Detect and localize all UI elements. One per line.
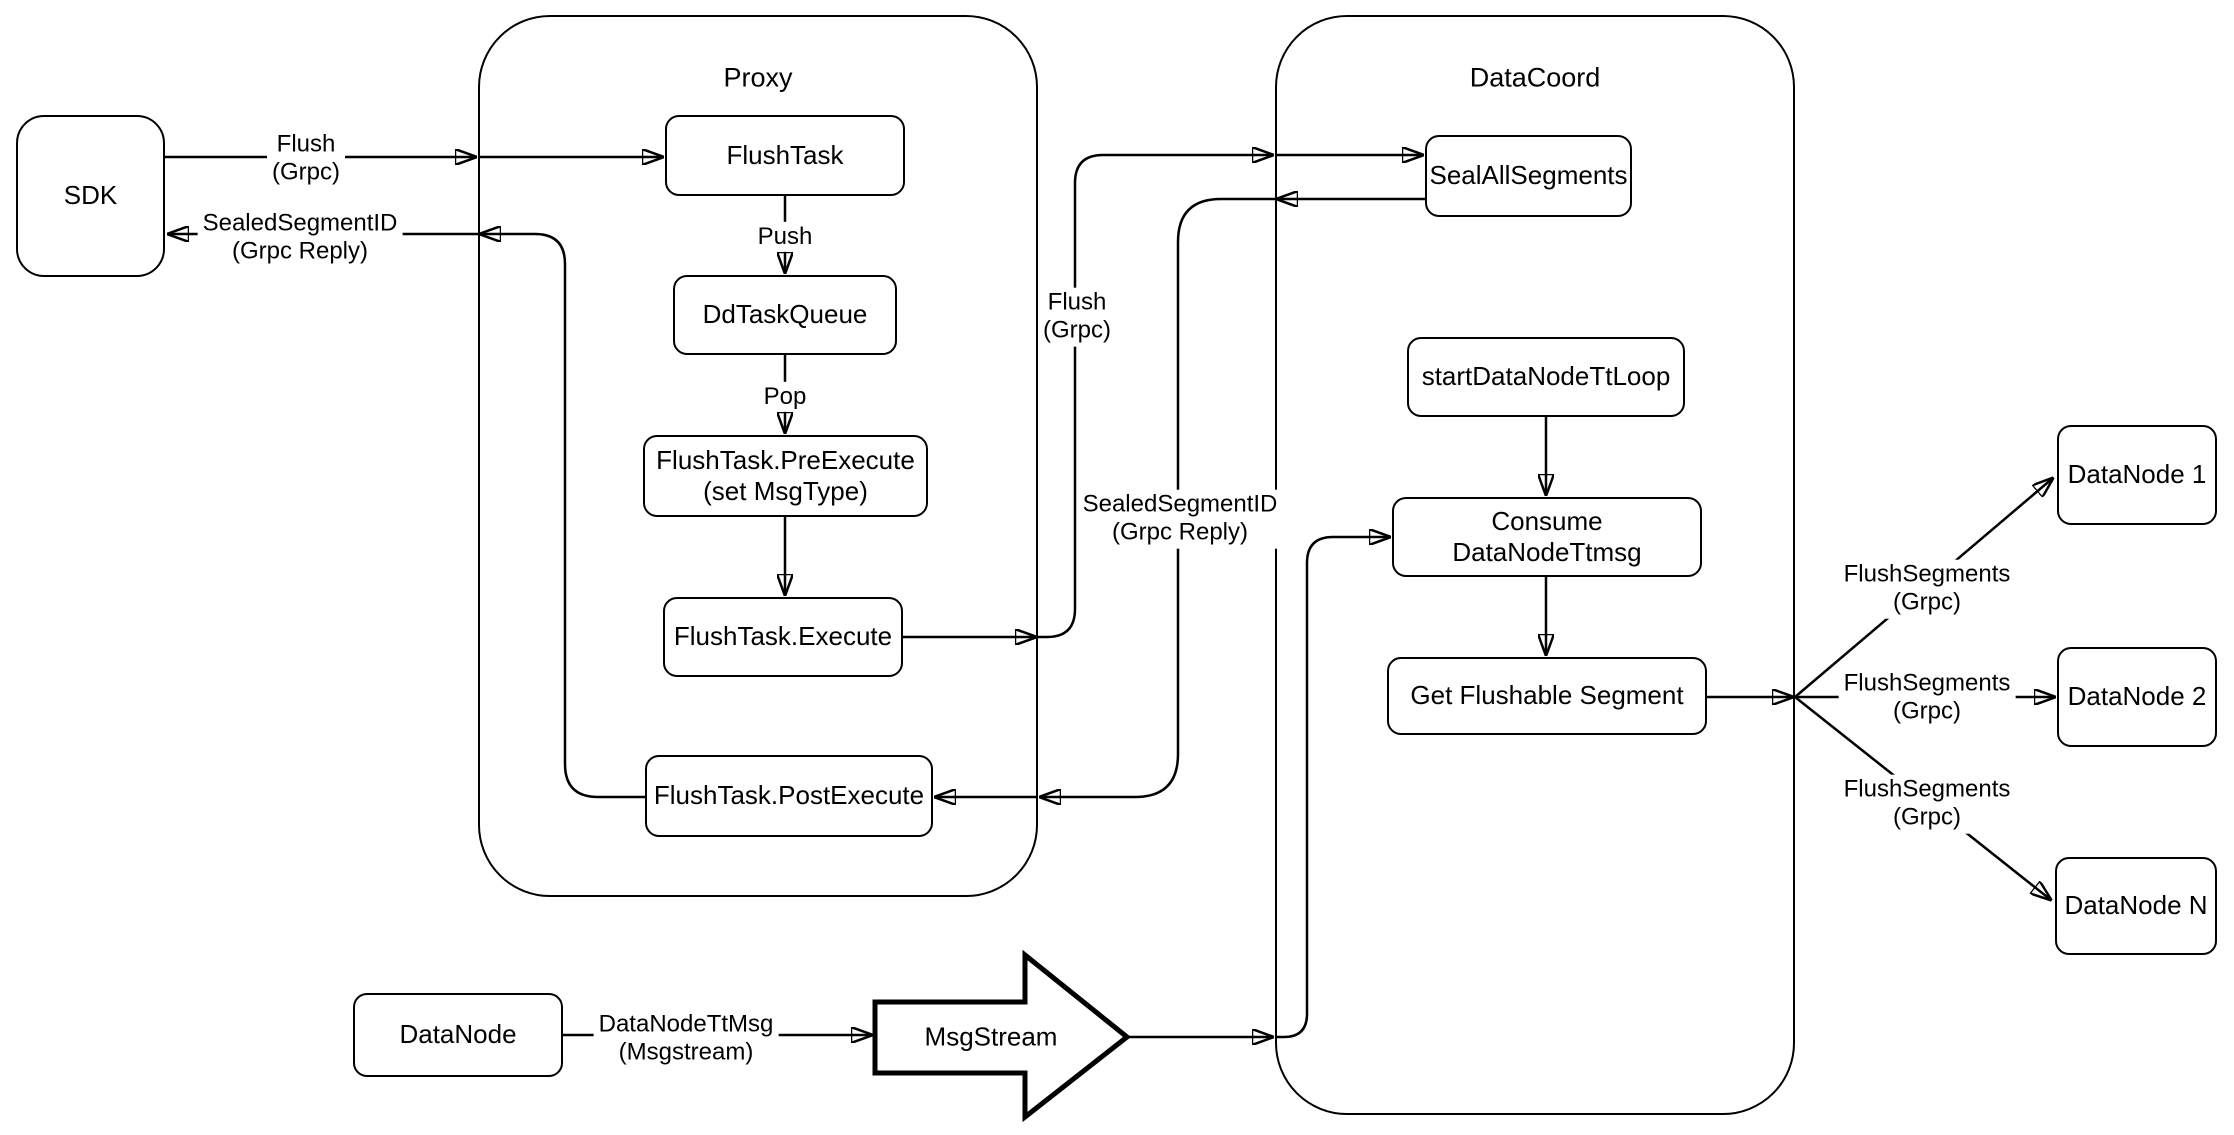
msgstream-label: MsgStream: [924, 1021, 1058, 1052]
node-startdatanodettloop: startDataNodeTtLoop: [1407, 337, 1685, 417]
edge-label-flushsegments-3: FlushSegments (Grpc): [1838, 774, 2016, 834]
edge-label-sealedsegmentid-sdk: SealedSegmentID (Grpc Reply): [197, 208, 403, 268]
node-flushtask-postexecute: FlushTask.PostExecute: [645, 755, 933, 837]
datacoord-container-label: DataCoord: [1469, 62, 1601, 93]
edge-label-pop: Pop: [758, 381, 812, 413]
edge-proxy-to-datacoord-flush: [1038, 155, 1273, 639]
node-flushtask-preexecute: FlushTask.PreExecute (set MsgType): [643, 435, 928, 517]
node-sealallsegments: SealAllSegments: [1425, 135, 1632, 217]
edge-label-datanodettmsg: DataNodeTtMsg (Msgstream): [593, 1009, 779, 1069]
edge-label-flush-grpc-sdk: Flush (Grpc): [267, 129, 345, 189]
edge-datacoord-to-consume: [1275, 537, 1390, 1039]
proxy-container-label: Proxy: [723, 62, 793, 93]
proxy-container: [478, 15, 1038, 897]
msgstream-block-arrow: [872, 949, 1132, 1123]
node-flushtask-execute: FlushTask.Execute: [663, 597, 903, 677]
node-datanode-n: DataNode N: [2055, 857, 2217, 955]
edge-label-push: Push: [752, 221, 818, 253]
node-flushtask: FlushTask: [665, 115, 905, 196]
datacoord-container: [1275, 15, 1795, 1115]
node-datanode-2: DataNode 2: [2057, 647, 2217, 747]
edge-label-flushsegments-2: FlushSegments (Grpc): [1838, 668, 2016, 728]
node-datanode-1: DataNode 1: [2057, 425, 2217, 525]
edge-label-flushsegments-1: FlushSegments (Grpc): [1838, 559, 2016, 619]
edge-label-flush-grpc-mid: Flush (Grpc): [1038, 287, 1116, 347]
edge-label-sealedsegmentid-mid: SealedSegmentID (Grpc Reply): [1077, 489, 1283, 549]
edge-postexecute-to-proxy-edge: [480, 234, 645, 799]
node-sdk: SDK: [16, 115, 165, 277]
node-ddtaskqueue: DdTaskQueue: [673, 275, 897, 355]
node-consume-datanodettmsg: Consume DataNodeTtmsg: [1392, 497, 1702, 577]
node-datanode: DataNode: [353, 993, 563, 1077]
node-get-flushable-segment: Get Flushable Segment: [1387, 657, 1707, 735]
